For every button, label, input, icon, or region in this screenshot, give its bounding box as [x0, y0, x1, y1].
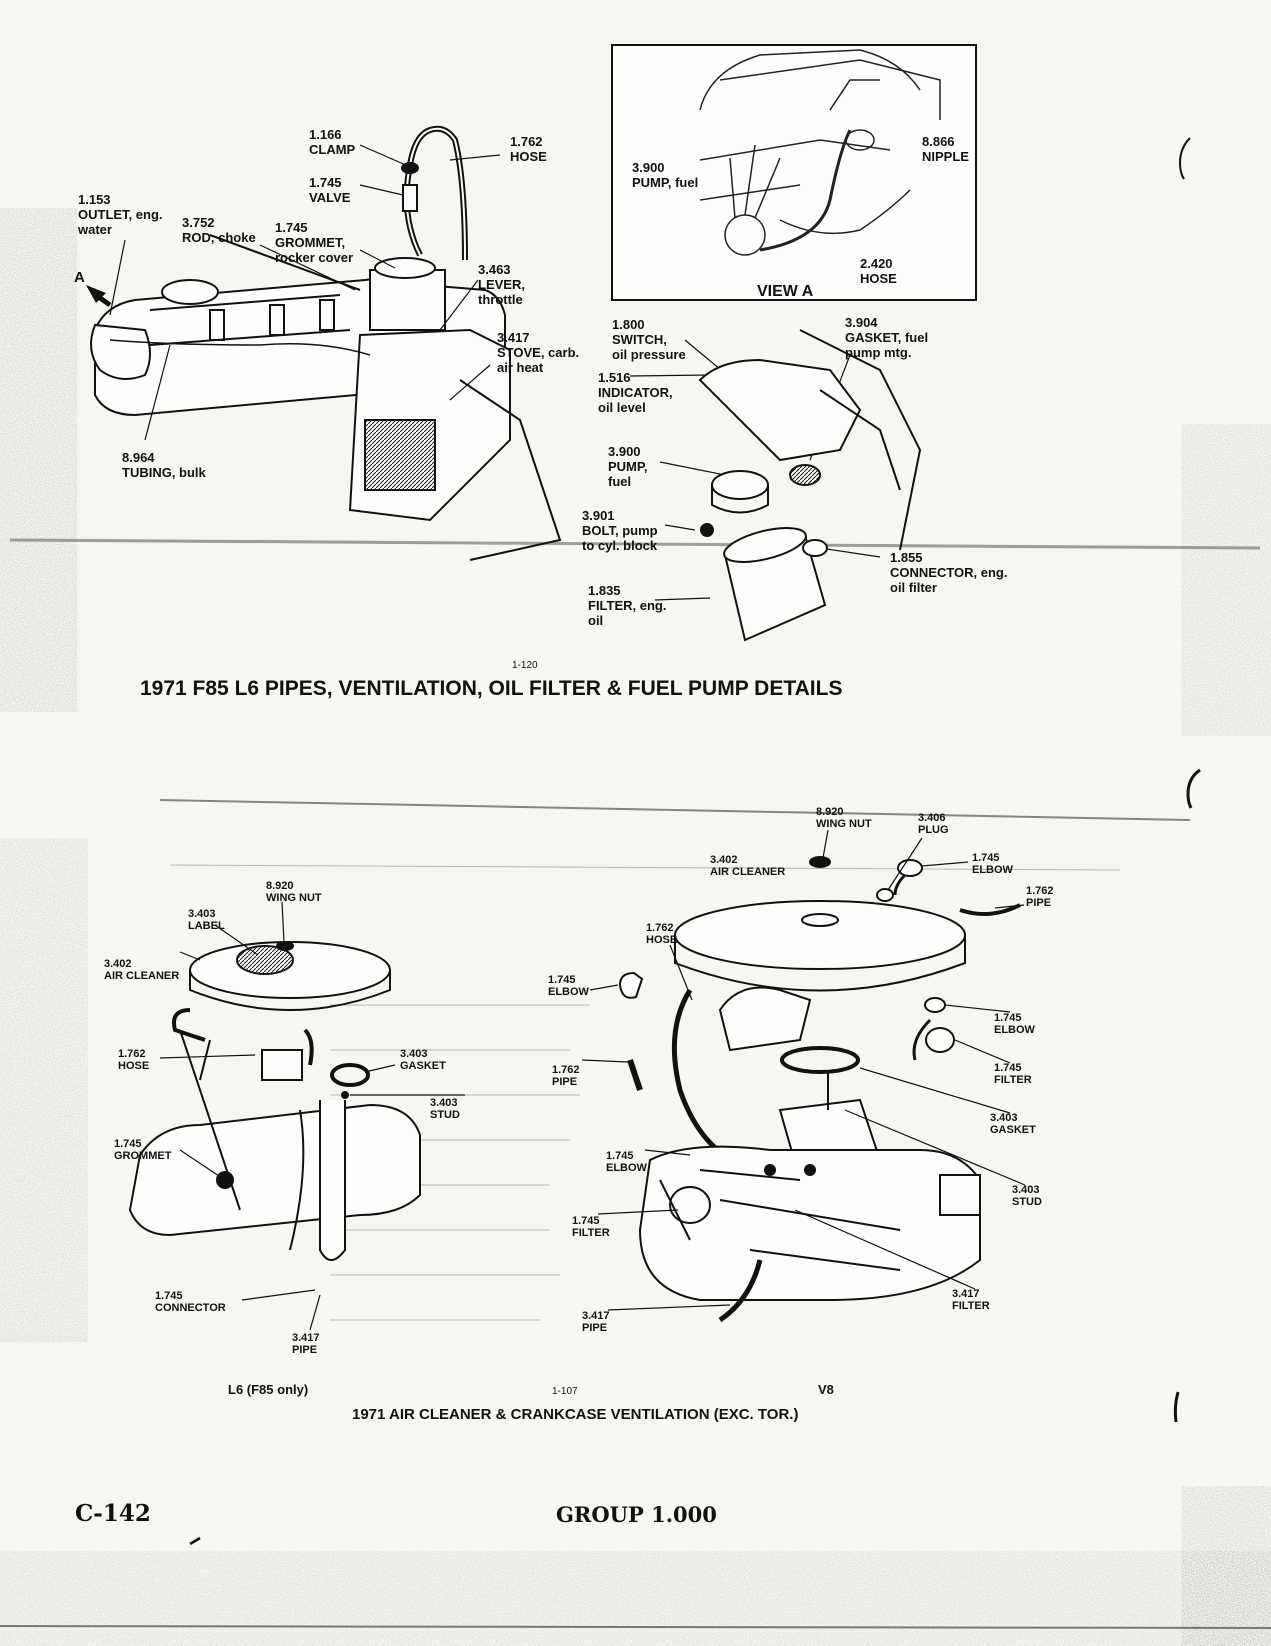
margin-marks [189, 137, 1201, 1546]
figure-number-1: 1-120 [512, 660, 538, 671]
figure-number-2: 1-107 [552, 1386, 578, 1397]
diagram-2-title: 1971 AIR CLEANER & CRANKCASE VENTILATION… [352, 1406, 799, 1423]
subcaption-l6: L6 (F85 only) [228, 1382, 309, 1397]
subcaption-v8: V8 [818, 1382, 834, 1397]
view-a-arrow-icon [86, 285, 112, 308]
l6-air-cleaner-drawing [128, 941, 421, 1261]
v8-air-cleaner-drawing [618, 856, 1021, 1323]
fuel-pump-filter-drawing [698, 329, 922, 642]
bleed-through [0, 538, 1271, 1629]
view-a-box [611, 44, 977, 301]
diagram-1-title: 1971 F85 L6 PIPES, VENTILATION, OIL FILT… [140, 677, 843, 700]
group-number: GROUP 1.000 [556, 1502, 717, 1527]
page-number: C-142 [75, 1500, 151, 1527]
callout-text: OUTLET, eng. water [78, 207, 163, 237]
l6-engine-drawing [90, 125, 562, 561]
view-a-title: VIEW A [757, 283, 814, 300]
leader-lines-2 [159, 829, 1026, 1331]
view-a-marker: A [74, 269, 85, 286]
scan-noise [0, 250, 1271, 1646]
